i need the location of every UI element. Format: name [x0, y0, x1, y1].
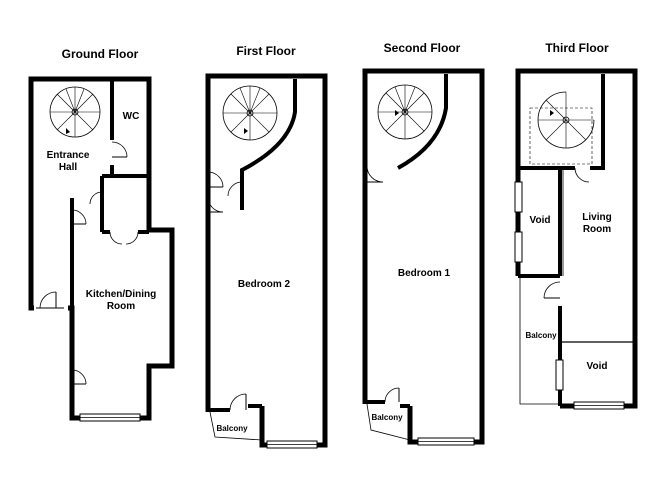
entrance-label: Entrance [47, 150, 90, 161]
hall-label: Hall [59, 162, 78, 173]
third-floor-title: Third Floor [545, 41, 609, 55]
third-void-bottom-label: Void [587, 361, 608, 372]
second-floor-title: Second Floor [384, 41, 461, 55]
third-balcony-outline [519, 276, 558, 405]
kitchen-room-label: Room [107, 301, 135, 312]
first-outer-wall [205, 73, 328, 448]
second-balcony-outline [366, 403, 411, 441]
first-floor-title: First Floor [236, 44, 296, 58]
third-floor-plan: Third Floor Balcony [514, 41, 638, 410]
third-balcony-label: Balcony [525, 331, 557, 340]
third-spiral-stair [529, 91, 595, 165]
living-label: Living [582, 212, 611, 223]
ground-outer-wall [28, 76, 175, 421]
wc-label: WC [123, 111, 140, 122]
third-outer-wall [515, 68, 638, 409]
first-floor-plan: First Floor Balcony [205, 44, 328, 449]
first-stair-wall [240, 79, 297, 210]
kitchen-dining-label: Kitchen/Dining [86, 289, 157, 300]
first-spiral-stair [222, 85, 278, 141]
second-stair-wall [397, 74, 448, 170]
second-floor-plan: Second Floor Balcony [362, 41, 485, 446]
third-void-top-label: Void [530, 215, 551, 226]
bedroom-1-label: Bedroom 1 [398, 268, 451, 279]
second-outer-wall [362, 68, 485, 445]
second-balcony-label: Balcony [371, 413, 403, 422]
ground-spiral-stair [49, 86, 101, 138]
living-room-label: Room [583, 224, 611, 235]
first-balcony-outline [209, 411, 263, 441]
ground-floor-plan: Ground Floor [28, 47, 175, 422]
second-spiral-stair [377, 84, 433, 140]
ground-floor-title: Ground Floor [62, 47, 139, 61]
first-balcony-label: Balcony [216, 424, 248, 433]
bedroom-2-label: Bedroom 2 [238, 279, 291, 290]
